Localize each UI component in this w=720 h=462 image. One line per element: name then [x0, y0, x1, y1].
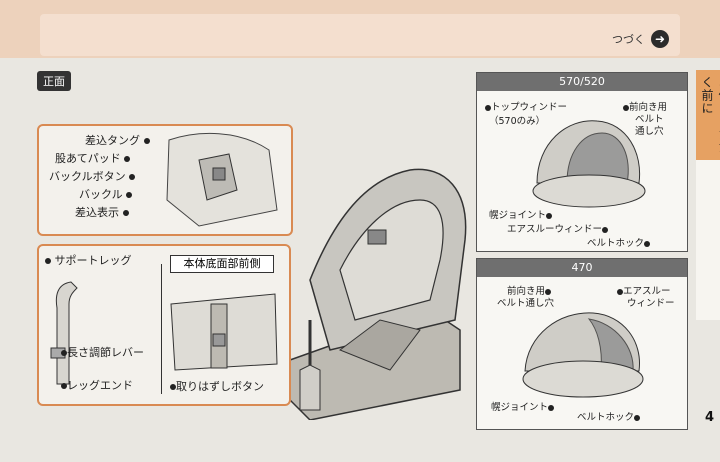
callout-dot [122, 210, 129, 216]
canopy-570-drawing [532, 120, 646, 208]
callout-dot [124, 156, 131, 162]
label-front-belt-3: 通し穴 [635, 126, 664, 137]
label-insert-indicator: 差込表示 [75, 206, 119, 219]
callout-dot [61, 350, 67, 356]
top-band-inner [40, 14, 680, 56]
arrow-right-icon: ➜ [651, 30, 669, 48]
callout-dot [61, 383, 67, 389]
car-seat-illustration [289, 168, 467, 420]
label-front-belt-470-2: ベルト通し穴 [497, 298, 555, 309]
callout-upper: 差込タング 股あてパッド バックルボタン バックル 差込表示 [37, 124, 293, 236]
model-570-title: 570/520 [477, 73, 687, 91]
label-tongue: 差込タング [85, 134, 140, 147]
canopy-470-drawing [522, 312, 644, 398]
label-front-belt: 前向き用 [629, 102, 668, 113]
label-buckle-button: バックルボタン [49, 170, 126, 183]
chapter-tab[interactable]: お使いいただく前に [696, 70, 720, 160]
support-leg-drawing [50, 281, 78, 385]
label-buckle: バックル [79, 188, 123, 201]
chapter-tab-label: お使いいただく前に [700, 76, 720, 154]
model-470-title: 470 [477, 259, 687, 277]
callout-dot [485, 104, 491, 111]
continue-indicator: つづく ➜ [612, 30, 669, 48]
callout-dot [602, 226, 609, 233]
label-front-belt-2: ベルト [635, 114, 664, 125]
label-top-window: トップウィンドー [491, 102, 568, 113]
label-release-button: 取りはずしボタン [176, 380, 264, 393]
callout-dot [126, 192, 133, 198]
callout-dot [546, 212, 553, 219]
continue-label: つづく [612, 33, 645, 46]
label-belt-hook-470: ベルトホック [577, 412, 635, 423]
callout-dot [644, 240, 651, 247]
callout-dot [45, 258, 51, 264]
label-air-window: エアスルーウィンドー [507, 224, 603, 235]
callout-dot [143, 138, 150, 144]
section-badge: 正面 [37, 71, 71, 91]
label-front-belt-470: 前向き用 [507, 286, 546, 297]
label-belt-hook: ベルトホック [587, 238, 645, 249]
page-number: 4 [705, 410, 715, 425]
base-title: 本体底面部前側 [170, 255, 274, 273]
label-hood-joint: 幌ジョイント [489, 210, 547, 221]
label-crotch-pad: 股あてパッド [55, 152, 121, 165]
label-air-window-470-2: ウィンドー [627, 298, 675, 309]
model-470-panel: 470 前向き用 ベルト通し穴 エアスルー ウィンドー 幌ジョイント ベルトホッ… [476, 258, 688, 430]
label-leg-end: レッグエンド [67, 379, 133, 392]
chapter-sidebar: お使いいただく前に [696, 70, 720, 320]
model-570-panel: 570/520 トップウィンドー （570のみ） 前向き用 ベルト 通し穴 幌ジ… [476, 72, 688, 252]
label-air-window-470: エアスルー [623, 286, 671, 297]
label-hood-joint-470: 幌ジョイント [491, 402, 549, 413]
callout-dot [548, 404, 555, 411]
callout-dot [634, 414, 641, 421]
base-closeup [170, 293, 278, 371]
label-support-leg: サポートレッグ [54, 254, 132, 267]
buckle-closeup [166, 133, 278, 227]
divider [161, 264, 162, 394]
callout-dot [623, 104, 629, 111]
callout-dot [170, 384, 176, 390]
label-length-lever: 長さ調節レバー [67, 346, 144, 359]
callout-dot [545, 288, 552, 295]
callout-dot [129, 174, 136, 180]
callout-dot [617, 288, 623, 295]
label-top-window-note: （570のみ） [489, 116, 546, 127]
top-band [0, 0, 720, 58]
